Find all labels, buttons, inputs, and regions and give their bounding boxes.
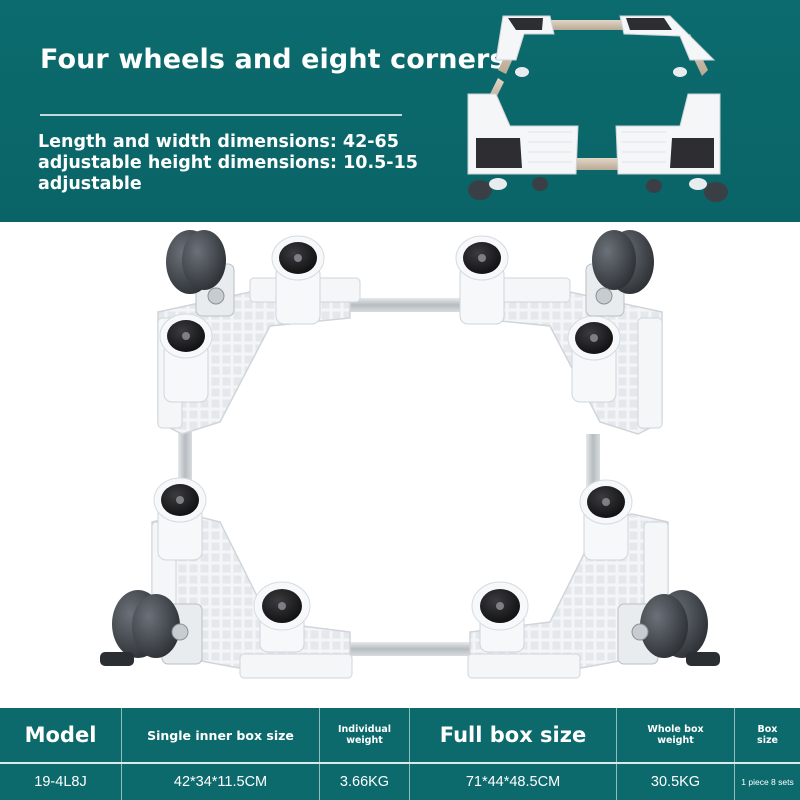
caster-wheel-icon [166, 230, 235, 317]
spec-line-adjustable: adjustable [38, 174, 142, 194]
rubber-foot-pad-icon [159, 313, 213, 403]
top-banner: Four wheels and eight corners Length and… [0, 0, 800, 222]
cell-inner-box-size: 42*34*11.5CM [122, 764, 320, 800]
header-whole-box-weight: Whole box weight [617, 708, 735, 762]
stand-thumbnail [467, 15, 728, 202]
stand-product-image [100, 230, 720, 679]
table-row: 19-4L8J 42*34*11.5CM 3.66KG 71*44*48.5CM… [0, 764, 800, 800]
spec-text: Length and width dimensions: 42-65 adjus… [38, 132, 458, 195]
header-individual-weight: Individual weight [320, 708, 410, 762]
headline: Four wheels and eight corners [40, 44, 506, 75]
header-full-box-size: Full box size [410, 708, 617, 762]
caster-wheel-icon [100, 590, 203, 666]
cell-model: 19-4L8J [0, 764, 122, 800]
rubber-foot-pad-icon [271, 235, 325, 325]
bottom-tube [330, 642, 490, 656]
rubber-foot-pad-icon [455, 235, 509, 325]
cell-whole-box-weight: 30.5KG [617, 764, 735, 800]
rubber-foot-pad-icon [253, 581, 311, 653]
caster-wheel-icon [585, 230, 654, 317]
spec-table: Model Single inner box size Individual w… [0, 708, 800, 800]
spec-line-height: adjustable height dimensions: 10.5-15 [38, 153, 418, 173]
rubber-foot-pad-icon [567, 315, 621, 403]
spec-line-length: Length and width dimensions: 42-65 [38, 132, 399, 152]
rubber-foot-pad-icon [471, 581, 529, 653]
cell-box-size: 1 piece 8 sets [741, 777, 794, 787]
rubber-foot-pad-icon [579, 479, 633, 561]
rubber-foot-pad-icon [153, 477, 207, 561]
table-divider [0, 762, 800, 764]
top-tube [330, 298, 490, 312]
table-header-row: Model Single inner box size Individual w… [0, 708, 800, 762]
header-model: Model [0, 708, 122, 762]
divider-line [40, 114, 402, 116]
header-box-size: Box size [757, 724, 778, 746]
cell-individual-weight: 3.66KG [320, 764, 410, 800]
caster-wheel-icon [617, 590, 720, 666]
header-inner-box-size: Single inner box size [122, 708, 320, 762]
cell-full-box-size: 71*44*48.5CM [410, 764, 617, 800]
